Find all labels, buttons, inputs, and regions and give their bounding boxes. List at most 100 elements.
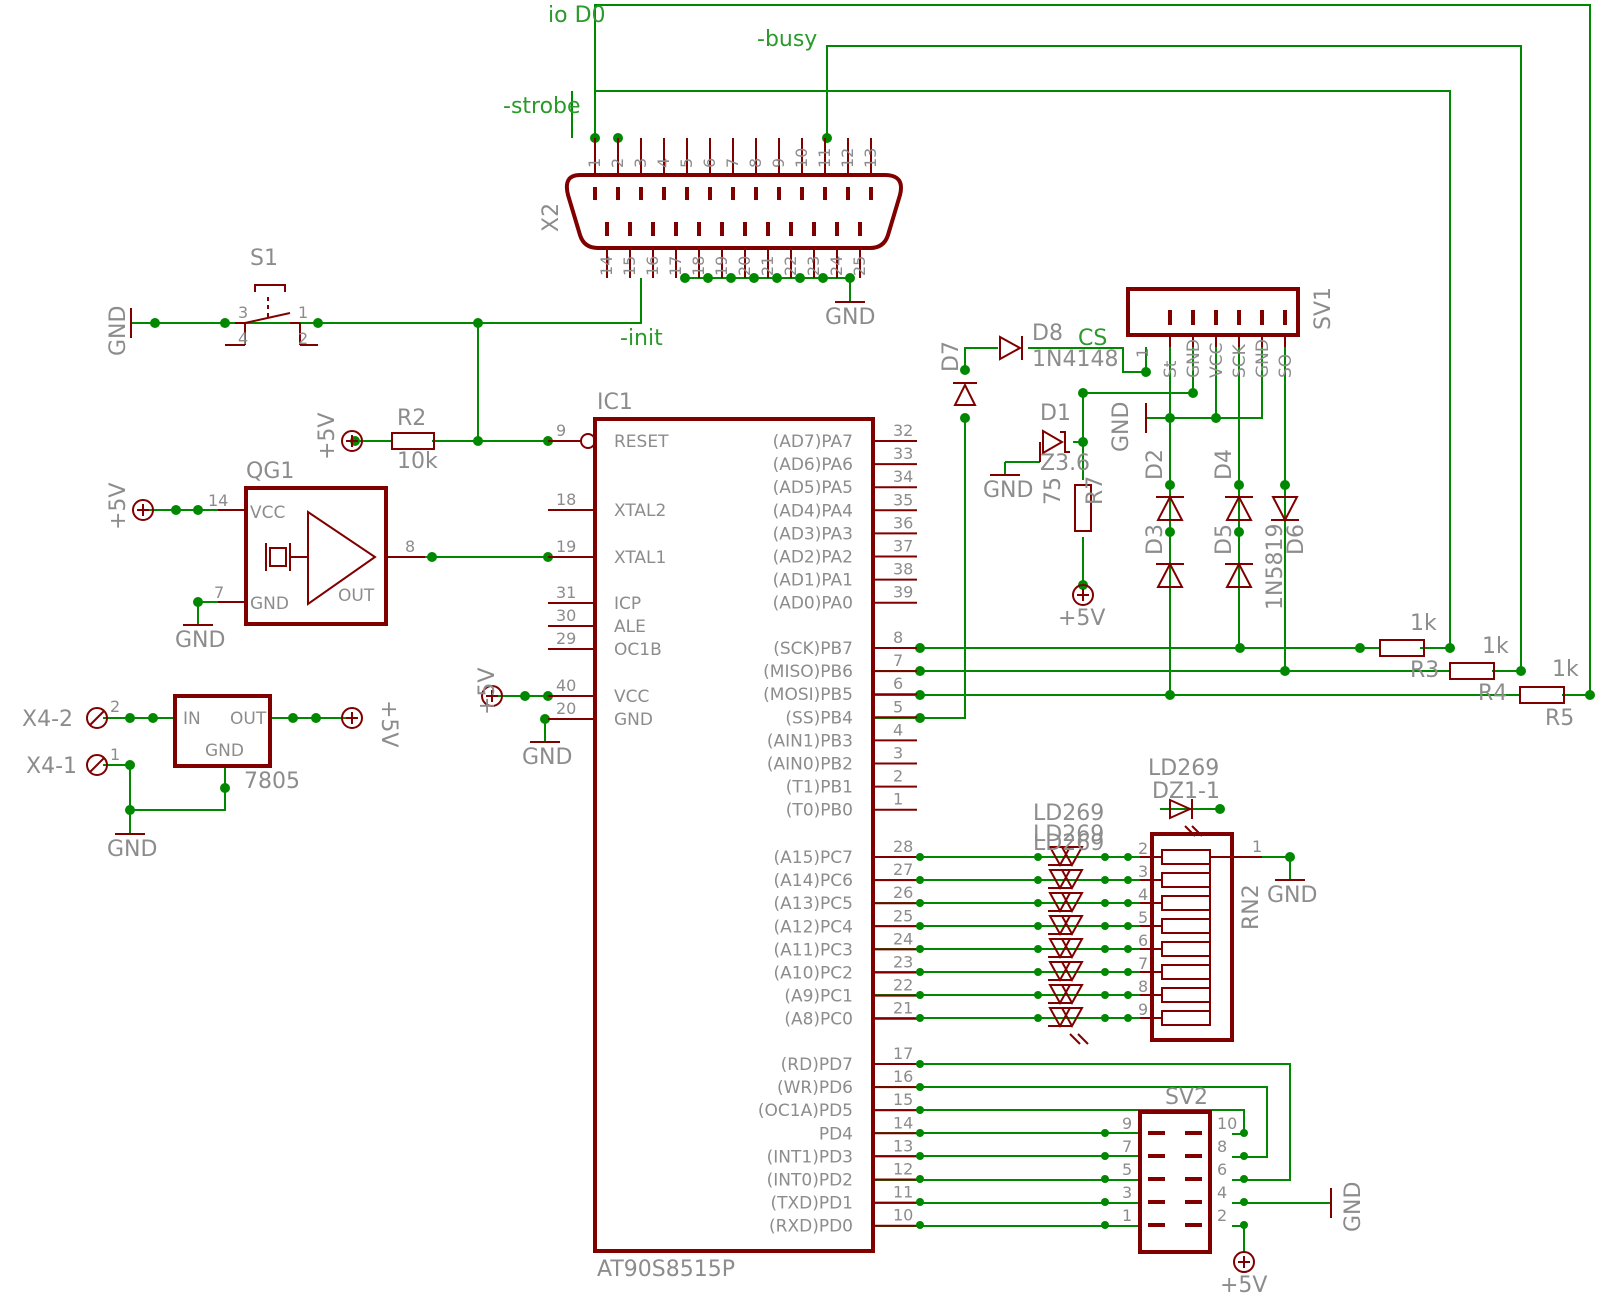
gnd-reg: GND [107, 837, 157, 862]
ic1-pin-num-31: 31 [556, 583, 576, 602]
ic1-pin-num-12: 12 [893, 1160, 913, 1179]
ic1-pin-num-19: 19 [556, 537, 576, 556]
reg-out: OUT [230, 709, 267, 729]
sv2-pin-3: 3 [1122, 1183, 1132, 1202]
ic1-pin-num-33: 33 [893, 444, 913, 463]
ic1-pin-name-14: PD4 [819, 1124, 853, 1144]
ic1-pin-name-5: (SS)PB4 [785, 708, 853, 728]
d1-value: Z3.6 [1040, 451, 1090, 476]
ic1-pin-name-8: (SCK)PB7 [773, 639, 853, 659]
ic1-pin-num-1: 1 [893, 790, 903, 809]
d7-label: D7 [939, 341, 964, 372]
ic1-pin-name-1: (T0)PB0 [786, 801, 853, 821]
net-labels: io D0 -busy -strobe -init [503, 3, 817, 351]
x2-pin-2: 2 [608, 158, 627, 168]
net-busy: -busy [757, 27, 817, 52]
sv1-signal-2: GND [1184, 339, 1204, 378]
sv2-pin-8: 8 [1217, 1137, 1227, 1156]
ic1-label: IC1 [597, 390, 633, 415]
ic1-pin-name-36: (AD3)PA3 [773, 524, 853, 544]
ic1-pin-num-24: 24 [893, 929, 913, 948]
x4-2-pin: 2 [110, 697, 120, 716]
ic1-pin-num-2: 2 [893, 767, 903, 786]
protection-diodes: D2 D3 D4 D5 D6 1N5819 [1143, 449, 1309, 610]
gnd-s1: GND [106, 306, 131, 356]
ic1-pin-num-26: 26 [893, 883, 913, 902]
sv1-label: SV1 [1311, 287, 1336, 330]
ic1-pin-name-3: (AIN0)PB2 [767, 755, 853, 775]
x2-pin-20: 20 [735, 256, 754, 276]
rn2-pin-6: 6 [1138, 931, 1148, 950]
led-bar: LD269 DZ1-1 LD269 LD269 LD269 [916, 756, 1220, 1045]
oscillator-qg1: QG1 VCC GND OUT 14 7 8 [208, 459, 425, 626]
ic1-pin-num-14: 14 [893, 1113, 913, 1132]
x2-pin-12: 12 [838, 148, 857, 168]
qg1-vcc: VCC [250, 503, 285, 523]
ic1-pin-num-4: 4 [893, 720, 903, 739]
qg1-out: OUT [338, 586, 375, 606]
d3-label: D3 [1143, 524, 1168, 555]
qg1-pin-vcc: 14 [208, 491, 228, 510]
x2-pin-10: 10 [792, 148, 811, 168]
rn2-label: RN2 [1239, 884, 1264, 930]
sv2-pin-4: 4 [1217, 1183, 1227, 1202]
vcc-ic1: +5V [475, 668, 500, 715]
ic1-pin-name-13: (INT1)PD3 [767, 1147, 853, 1167]
r5-label: R5 [1545, 706, 1574, 731]
ic1-pin-name-32: (AD7)PA7 [773, 432, 853, 452]
qg1-label: QG1 [246, 459, 294, 484]
ic1-pin-name-2: (T1)PB1 [786, 778, 853, 798]
x2-pin-15: 15 [620, 256, 639, 276]
gnd-sv1: GND [1109, 402, 1134, 452]
ic1-pin-name-7: (MISO)PB6 [763, 662, 853, 682]
ic1-pin-name-9: RESET [614, 432, 669, 452]
d2-label: D2 [1143, 449, 1168, 480]
vcc-reg: +5V [376, 700, 401, 747]
sv2-pin-6: 6 [1217, 1160, 1227, 1179]
x2-pin-17: 17 [666, 256, 685, 276]
reg-part: 7805 [244, 769, 300, 794]
sv1-signal-1: St [1161, 360, 1181, 378]
regulator-7805: IN OUT GND 7805 X4-2 X4-1 2 1 [22, 694, 300, 794]
net-init: -init [620, 326, 663, 351]
ic1-pin-num-23: 23 [893, 953, 913, 972]
ic1-pin-name-16: (WR)PD6 [777, 1078, 853, 1098]
vcc-qg1: +5V [106, 483, 131, 530]
x2-pin-18: 18 [689, 256, 708, 276]
ic1-pin-name-22: (A9)PC1 [784, 987, 853, 1007]
sv2-pin-5: 5 [1122, 1160, 1132, 1179]
x2-pin-8: 8 [746, 158, 765, 168]
ic1-pin-name-21: (A8)PC0 [784, 1010, 853, 1030]
vcc-r7: +5V [1058, 606, 1105, 631]
x4-1-pin: 1 [110, 745, 120, 764]
vcc-r2: +5V [315, 413, 340, 460]
ic1-pin-num-15: 15 [893, 1090, 913, 1109]
ic1-pin-name-12: (INT0)PD2 [767, 1171, 853, 1191]
ic1-pin-num-8: 8 [893, 628, 903, 647]
d1-label: D1 [1040, 401, 1071, 426]
junctions [125, 133, 1595, 862]
reg-gnd: GND [205, 741, 244, 761]
sv1-signal-6: SO [1276, 354, 1296, 378]
rn2-pin-3: 3 [1138, 862, 1148, 881]
x2-pin-4: 4 [654, 158, 673, 168]
d8-label: D8 [1032, 321, 1063, 346]
d6-label: D6 [1284, 524, 1309, 555]
sv2-pin-9: 9 [1122, 1114, 1132, 1133]
r4-value: 1k [1482, 634, 1509, 659]
r7-value: 75 [1041, 477, 1066, 505]
ic1-pin-name-31: ICP [614, 594, 641, 614]
ic1-pin-num-20: 20 [556, 699, 576, 718]
net-io-d0: io D0 [548, 3, 606, 28]
ic1-pin-num-13: 13 [893, 1136, 913, 1155]
qg1-pin-gnd: 7 [214, 583, 224, 602]
led-stack-value-2: LD269 [1033, 822, 1104, 847]
led-top-name: DZ1-1 [1152, 779, 1220, 804]
rn2-pin-7: 7 [1138, 954, 1148, 973]
x2-pin-16: 16 [643, 256, 662, 276]
d6-value: 1N5819 [1263, 524, 1288, 610]
